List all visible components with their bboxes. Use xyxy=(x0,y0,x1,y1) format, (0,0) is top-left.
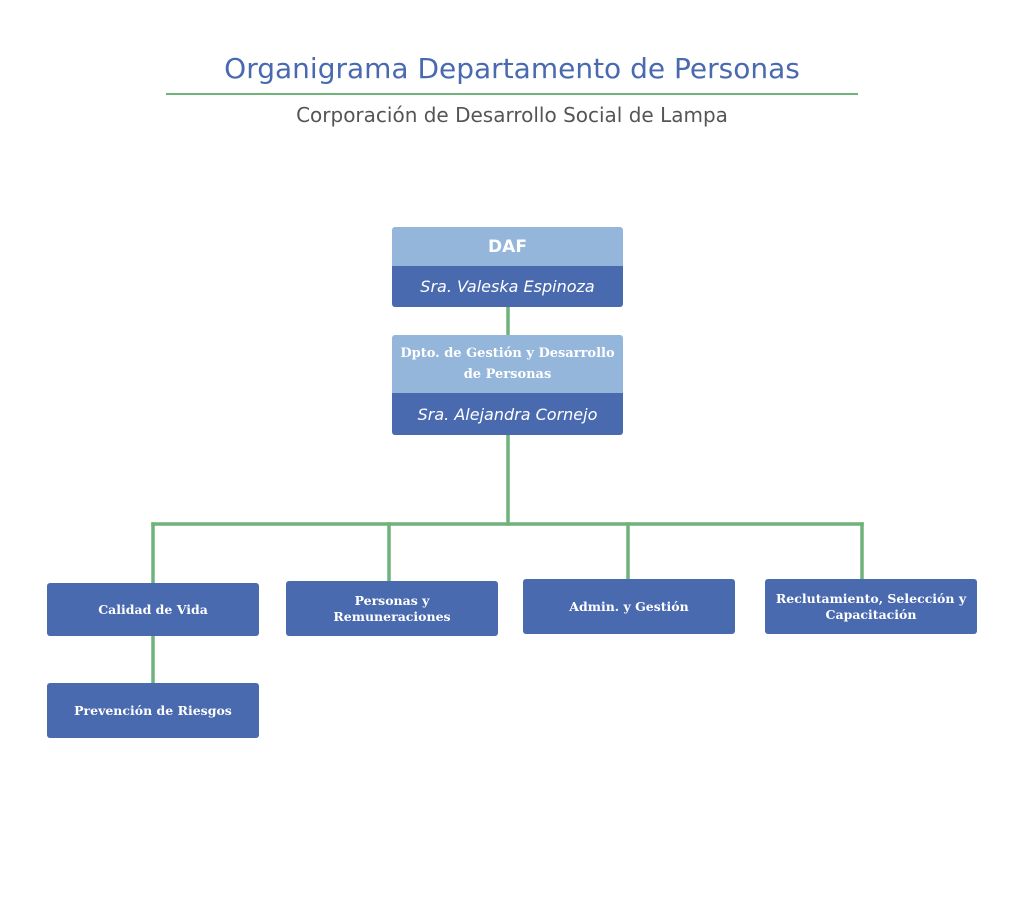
title-underline xyxy=(166,93,858,95)
org-node-calidad-de-vida: Calidad de Vida xyxy=(47,583,259,636)
page-subtitle: Corporación de Desarrollo Social de Lamp… xyxy=(296,103,728,127)
org-node-personas-remuneraciones: Personas y Remuneraciones xyxy=(286,581,498,636)
org-node-person: Sra. Valeska Espinoza xyxy=(392,266,623,307)
org-node-daf: DAF Sra. Valeska Espinoza xyxy=(392,227,623,307)
page-title: Organigrama Departamento de Personas xyxy=(224,52,800,85)
org-node-admin-gestion: Admin. y Gestión xyxy=(523,579,735,634)
org-node-dpto-gestion: Dpto. de Gestión y Desarrollo de Persona… xyxy=(392,335,623,435)
org-node-person: Sra. Alejandra Cornejo xyxy=(392,393,623,435)
org-node-title: DAF xyxy=(392,227,623,266)
org-node-reclutamiento: Reclutamiento, Selección y Capacitación xyxy=(765,579,977,634)
org-node-prevencion-riesgos: Prevención de Riesgos xyxy=(47,683,259,738)
org-node-title: Dpto. de Gestión y Desarrollo de Persona… xyxy=(392,335,623,393)
